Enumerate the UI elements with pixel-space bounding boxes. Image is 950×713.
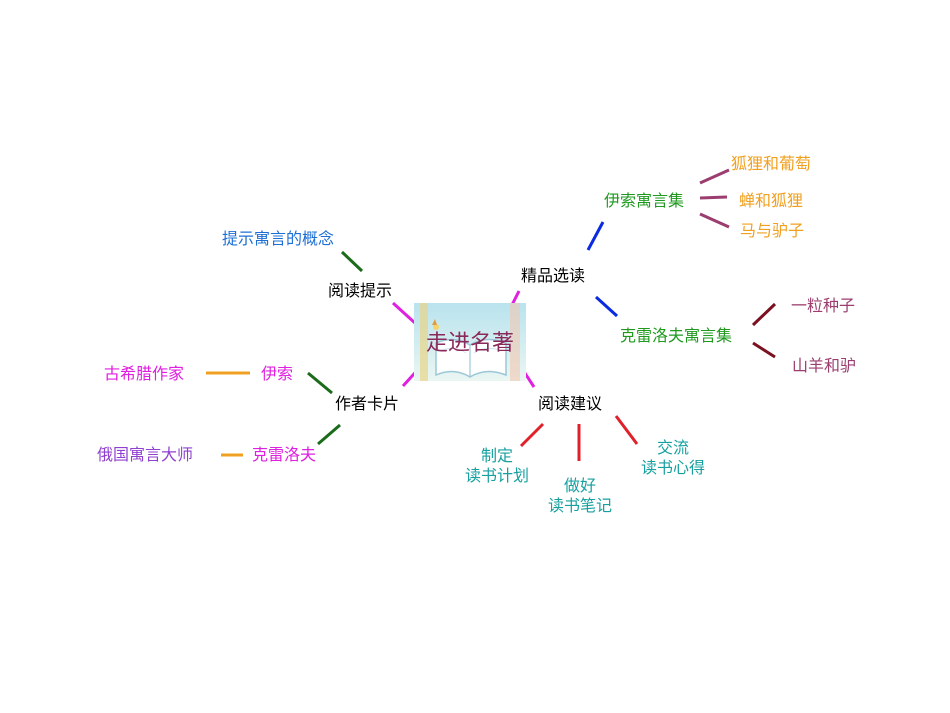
author-card-1-name: 伊索 xyxy=(261,364,294,383)
center-title: 走进名著 xyxy=(425,331,514,356)
connector-advice-item1 xyxy=(519,422,545,448)
connector-aesop-story3 xyxy=(699,212,730,229)
connector-selected-krylov xyxy=(594,295,619,318)
advice-item-3: 交流 读书心得 xyxy=(641,438,705,478)
krylov-story-1: 一粒种子 xyxy=(791,296,856,315)
advice-item-3-line2: 读书心得 xyxy=(640,458,706,477)
connector-author-card2 xyxy=(317,423,341,446)
advice-item-2-line2: 读书笔记 xyxy=(547,496,613,515)
connector-hint-child xyxy=(340,250,364,273)
center-node: 走进名著 xyxy=(414,303,526,381)
krylov-story-2: 山羊和驴 xyxy=(792,356,857,375)
connector-center-hint xyxy=(391,301,417,325)
connector-krylov-story2 xyxy=(752,341,776,359)
author-card-1-desc: 古希腊作家 xyxy=(104,364,185,383)
author-card-2-desc: 俄国寓言大师 xyxy=(97,445,194,464)
connector-krylov-story1 xyxy=(751,302,777,327)
collection-aesop-label: 伊索寓言集 xyxy=(604,191,685,210)
advice-item-1-line2: 读书计划 xyxy=(464,466,530,485)
advice-item-1: 制定 读书计划 xyxy=(465,446,529,486)
branch-selected-label: 精品选读 xyxy=(521,266,586,285)
advice-item-3-line1: 交流 xyxy=(656,438,690,457)
aesop-story-1: 狐狸和葡萄 xyxy=(731,154,812,173)
open-book-illustration xyxy=(414,303,526,381)
branch-author-label: 作者卡片 xyxy=(335,394,400,413)
aesop-story-2: 蝉和狐狸 xyxy=(739,191,804,210)
advice-item-2-line1: 做好 xyxy=(563,476,597,495)
connector-selected-aesop xyxy=(586,221,605,251)
connector-advice-item3 xyxy=(614,415,639,445)
branch-advice-label: 阅读建议 xyxy=(538,394,603,413)
branch-hint-label: 阅读提示 xyxy=(328,281,393,300)
connector-author-card1 xyxy=(307,371,333,395)
author-card-2-name: 克雷洛夫 xyxy=(252,445,317,464)
connector-aesop-story2 xyxy=(699,195,728,200)
hint-child-label: 提示寓言的概念 xyxy=(222,229,335,248)
advice-item-2: 做好 读书笔记 xyxy=(548,476,612,516)
aesop-story-3: 马与驴子 xyxy=(740,221,805,240)
collection-krylov-label: 克雷洛夫寓言集 xyxy=(620,326,733,345)
connector-aesop-story1 xyxy=(699,168,730,185)
advice-item-1-line1: 制定 xyxy=(480,446,514,465)
